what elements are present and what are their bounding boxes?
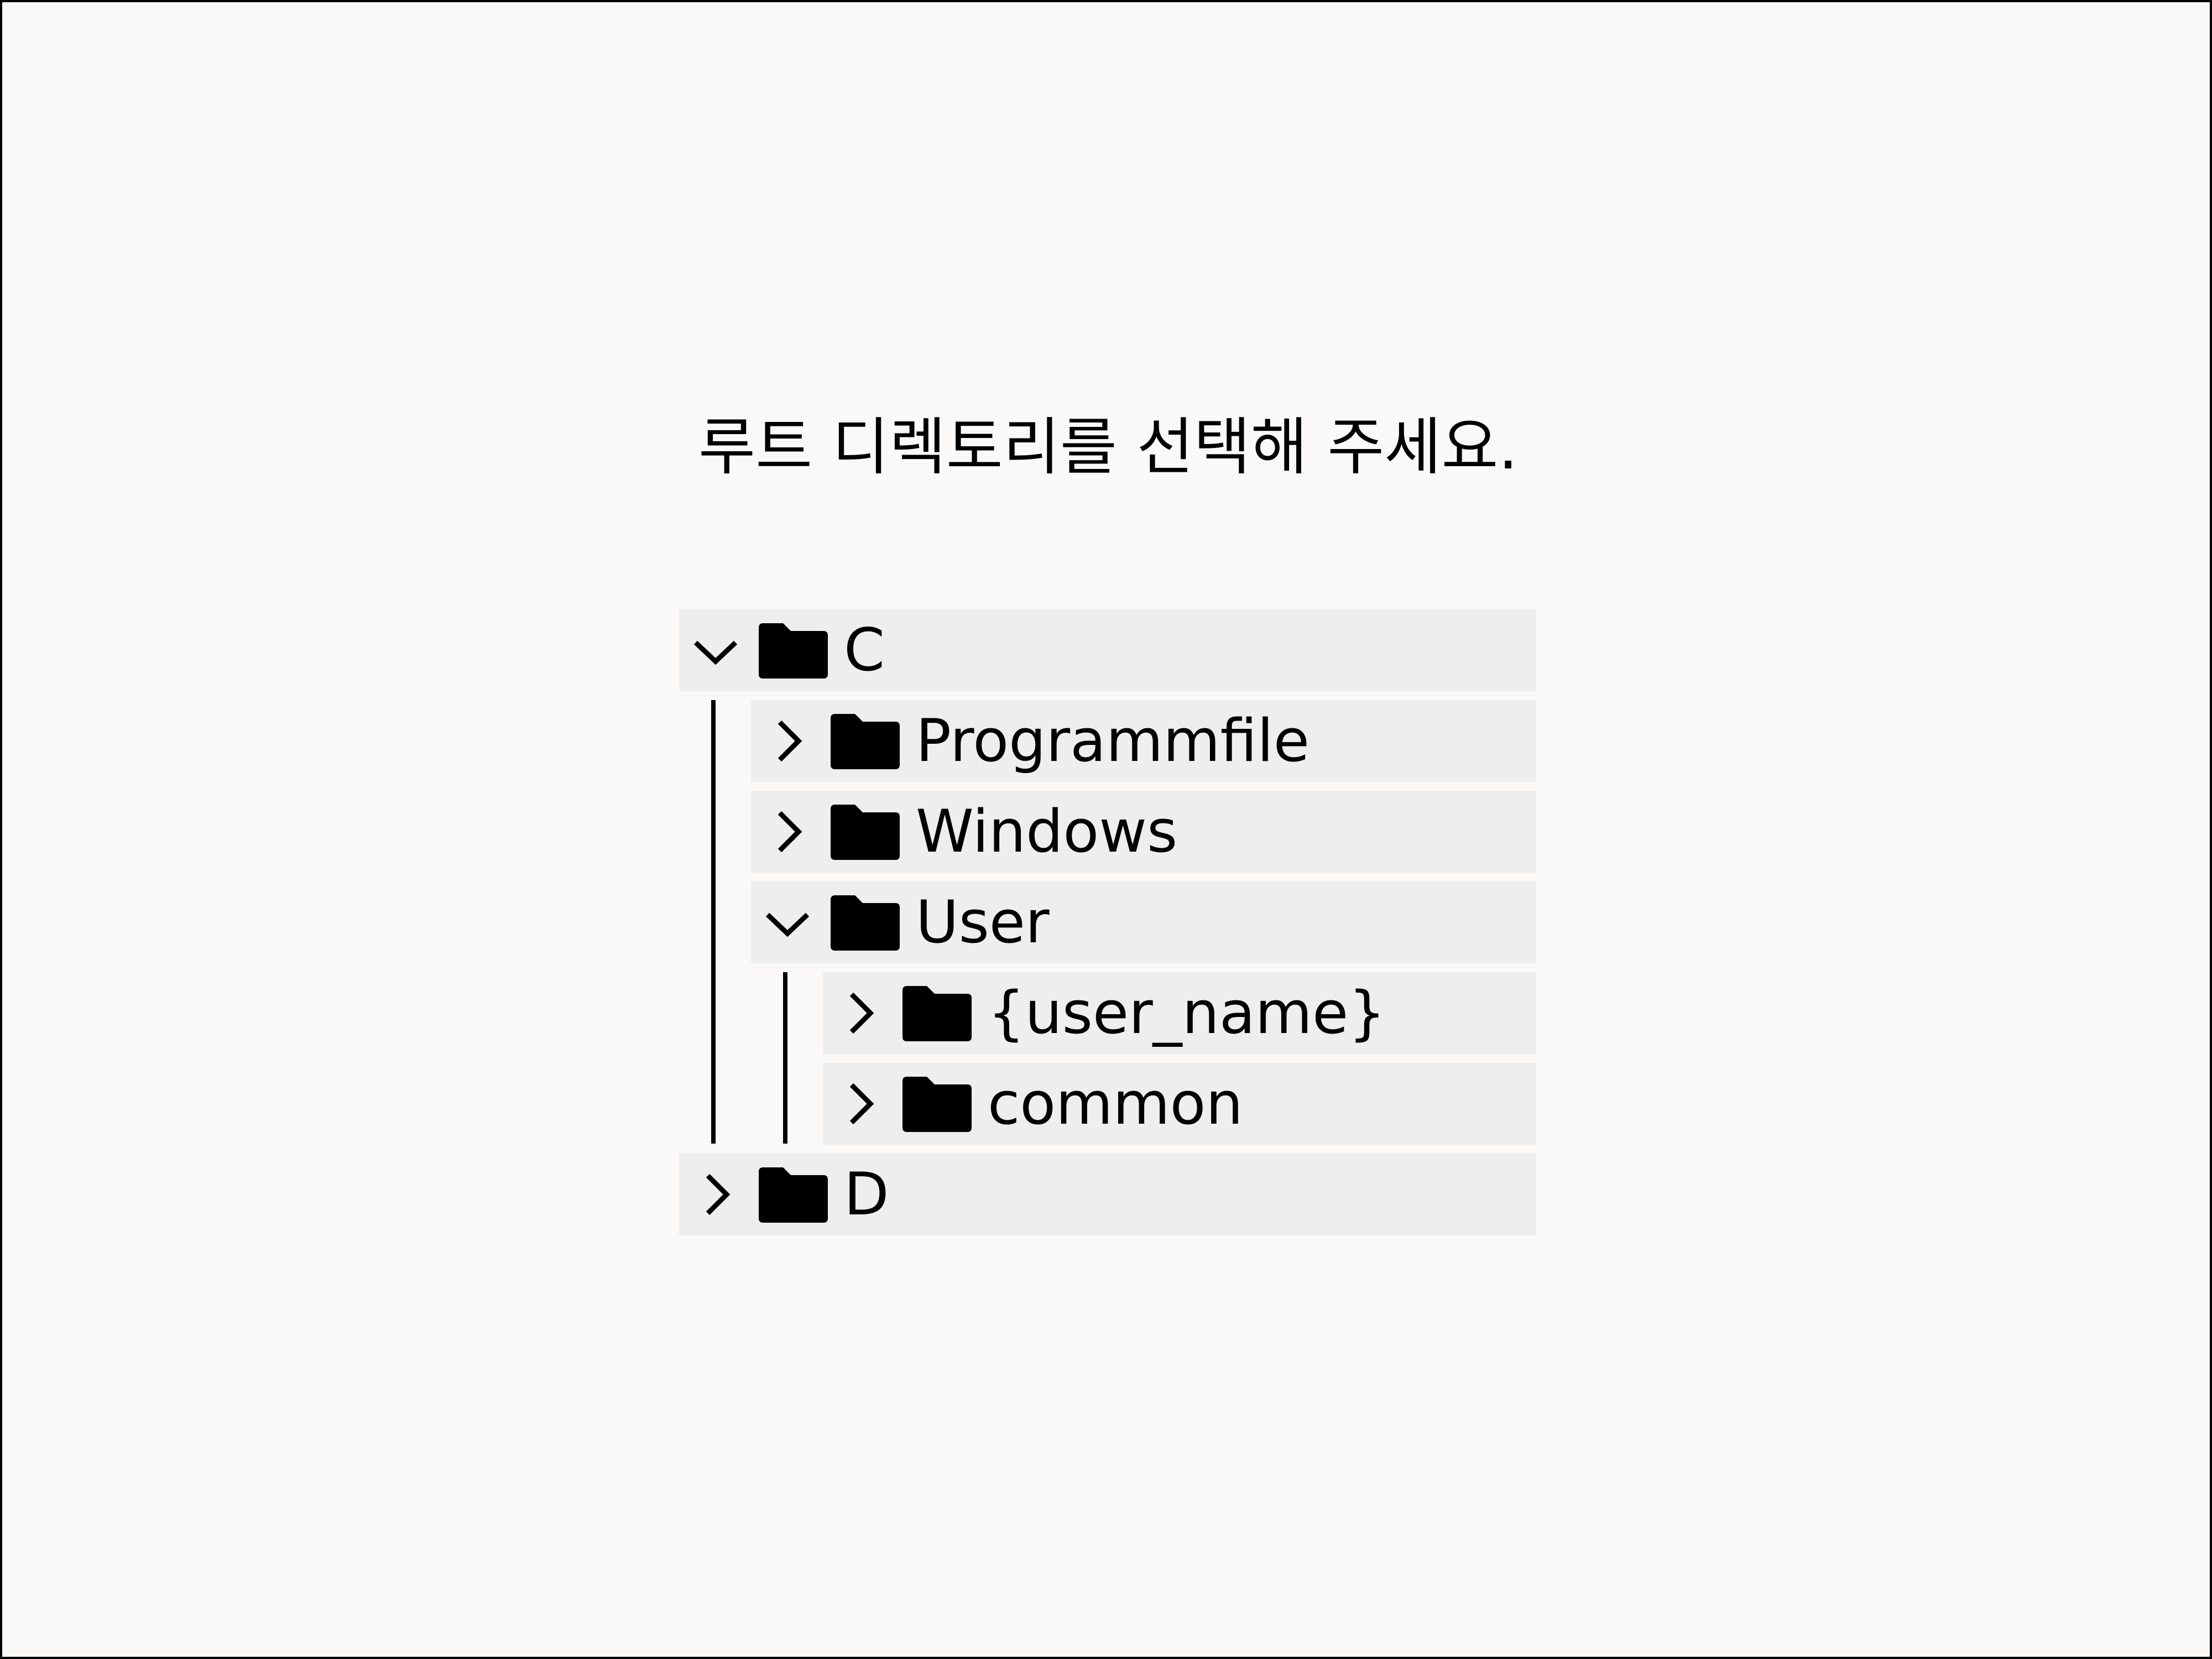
folder-icon [831, 714, 900, 769]
chevron-right-icon[interactable] [834, 1063, 884, 1145]
tree-node-label: Programmfile [916, 707, 1310, 775]
chevron-right-icon[interactable] [762, 700, 812, 782]
folder-icon [902, 986, 972, 1041]
tree-node-label: {user_name} [988, 979, 1386, 1047]
tree-guide-line [783, 972, 787, 1144]
folder-icon [831, 805, 900, 860]
tree-node-label: User [916, 888, 1050, 956]
tree-guide-line [711, 700, 716, 1144]
folder-icon [759, 623, 828, 679]
folder-icon [902, 1077, 972, 1132]
chevron-right-icon[interactable] [834, 972, 884, 1054]
tree-node-label: Windows [916, 797, 1178, 865]
chevron-down-icon[interactable] [690, 609, 740, 691]
tree-node-user[interactable]: User [751, 881, 1536, 963]
folder-icon [759, 1167, 828, 1223]
tree-node-common[interactable]: common [823, 1063, 1536, 1145]
folder-icon [831, 895, 900, 951]
tree-node-user-name[interactable]: {user_name} [823, 972, 1536, 1054]
tree-node-c[interactable]: C [679, 609, 1536, 691]
tree-node-d[interactable]: D [679, 1154, 1536, 1235]
tree-node-label: C [844, 616, 885, 684]
page-title: 루트 디렉토리를 선택해 주세요. [698, 411, 1518, 483]
chevron-right-icon[interactable] [762, 791, 812, 873]
chevron-down-icon[interactable] [762, 881, 812, 963]
chevron-right-icon[interactable] [690, 1154, 740, 1235]
tree-node-windows[interactable]: Windows [751, 791, 1536, 873]
tree-node-label: common [988, 1070, 1243, 1138]
tree-node-program-files[interactable]: Programmfile [751, 700, 1536, 782]
tree-node-label: D [844, 1160, 889, 1228]
